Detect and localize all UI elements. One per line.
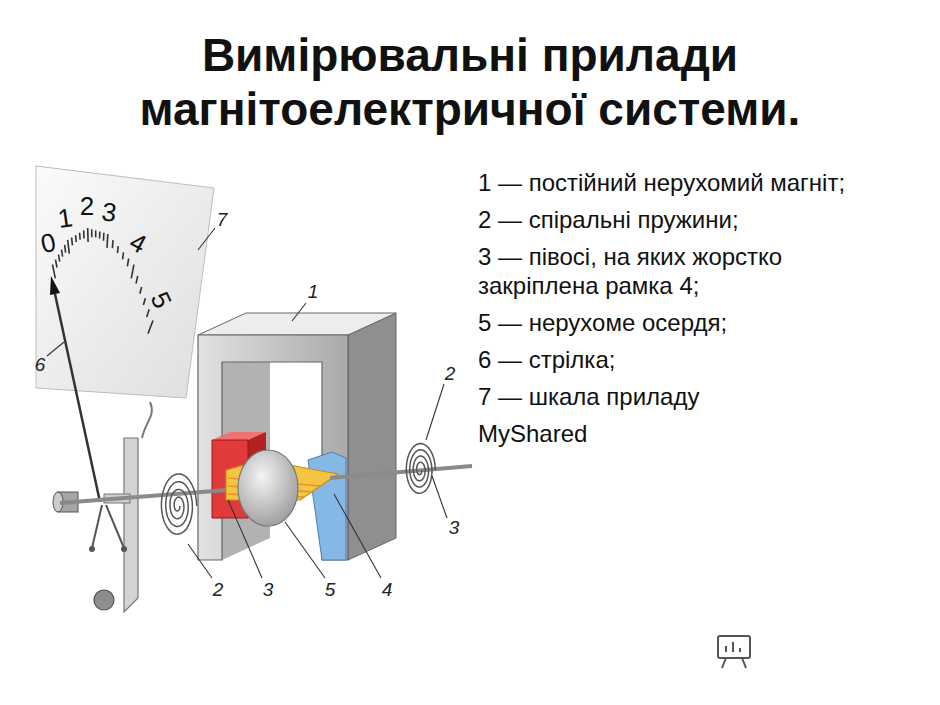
scale-tick bbox=[75, 235, 77, 242]
legend-item: 1 — постійний нерухомий магніт; bbox=[478, 168, 858, 197]
scale-tick bbox=[71, 238, 73, 246]
icon-leg bbox=[742, 658, 746, 668]
magnet-side bbox=[348, 313, 396, 560]
scale-tick bbox=[87, 228, 89, 242]
scale-number: 3 bbox=[100, 197, 118, 227]
leader-line bbox=[292, 303, 306, 321]
legend-item: 5 — нерухоме осердя; bbox=[478, 308, 858, 337]
scale-tick bbox=[53, 265, 56, 279]
watermark-icon bbox=[718, 636, 750, 668]
scale-tick bbox=[136, 276, 138, 284]
scale-tick bbox=[83, 230, 85, 238]
legend-item: 3 — півосі, на яких жорстко закріплена р… bbox=[478, 242, 858, 300]
scale-tick bbox=[91, 229, 93, 237]
scale-tick bbox=[56, 260, 58, 268]
icon-bar bbox=[725, 646, 727, 652]
leader-lines bbox=[47, 228, 447, 578]
scale-tick bbox=[122, 252, 125, 259]
scale-ticks bbox=[53, 228, 154, 334]
axle bbox=[330, 466, 472, 478]
leader-line bbox=[285, 522, 325, 578]
scale-tick bbox=[131, 265, 134, 279]
leader-line bbox=[188, 544, 212, 578]
icon-leg bbox=[722, 658, 726, 668]
adjust-screw bbox=[94, 590, 114, 610]
scale-number: 0 bbox=[38, 228, 58, 258]
leader-line bbox=[228, 500, 262, 578]
icon-bar bbox=[732, 642, 734, 652]
balance-weight bbox=[89, 546, 95, 552]
callout-number: 3 bbox=[449, 517, 460, 539]
bracket-hook bbox=[142, 402, 152, 438]
scale-tick bbox=[99, 232, 101, 239]
leader-line bbox=[432, 476, 447, 518]
scale-tick bbox=[103, 233, 105, 241]
scale-tick bbox=[127, 259, 128, 267]
iron-core bbox=[238, 450, 298, 526]
spiral-spring bbox=[161, 474, 196, 534]
needle bbox=[55, 294, 100, 502]
scale-plate bbox=[36, 166, 214, 398]
scale-tick bbox=[106, 234, 108, 248]
scale-tick bbox=[79, 233, 81, 240]
scale-number: 5 bbox=[145, 288, 176, 313]
scale-tick bbox=[148, 321, 153, 334]
balance-wire bbox=[92, 505, 102, 548]
scale-tick bbox=[95, 230, 97, 237]
leader-line bbox=[426, 384, 444, 440]
callout-number: 3 bbox=[263, 579, 274, 601]
balance-wire bbox=[106, 505, 124, 548]
callout-number: 5 bbox=[325, 579, 336, 601]
icon-bar bbox=[739, 648, 741, 652]
permanent-magnet bbox=[198, 335, 348, 560]
magnet-top bbox=[198, 313, 396, 335]
scale-number: 4 bbox=[125, 227, 151, 259]
leader-line bbox=[334, 494, 381, 578]
scale-tick bbox=[147, 309, 150, 317]
legend-item: MyShared bbox=[478, 419, 858, 448]
callout-number: 1 bbox=[308, 281, 319, 303]
callout-number: 6 bbox=[35, 354, 46, 376]
scale-number: 2 bbox=[80, 192, 94, 220]
legend-item: 2 — спіральні пружини; bbox=[478, 205, 858, 234]
spiral-springs bbox=[161, 444, 435, 535]
scale-tick bbox=[140, 287, 142, 294]
scale-tick bbox=[59, 255, 60, 262]
leader-line bbox=[47, 342, 64, 356]
axle bbox=[60, 489, 240, 503]
legend-item: 7 — шкала приладу bbox=[478, 382, 858, 411]
balance-weight bbox=[121, 546, 127, 552]
scale-tick bbox=[62, 250, 63, 257]
scale-number: 1 bbox=[56, 203, 74, 233]
icon-board bbox=[718, 636, 750, 658]
scale-tick bbox=[68, 240, 70, 254]
legend-item: 6 — стрілка; bbox=[478, 345, 858, 374]
bracket bbox=[124, 438, 138, 612]
callout-number: 2 bbox=[445, 363, 456, 385]
callout-number: 4 bbox=[382, 579, 393, 601]
spiral-spring bbox=[406, 444, 435, 494]
callout-number: 2 bbox=[213, 579, 224, 601]
scale-tick bbox=[117, 246, 119, 253]
needle-head bbox=[50, 276, 60, 295]
title-text: Вимірювальні прилади магнітоелектричної … bbox=[70, 28, 870, 136]
scale-tick bbox=[65, 245, 66, 253]
leader-line bbox=[198, 228, 215, 250]
callout-number: 7 bbox=[217, 209, 228, 231]
scale-tick bbox=[112, 240, 114, 248]
